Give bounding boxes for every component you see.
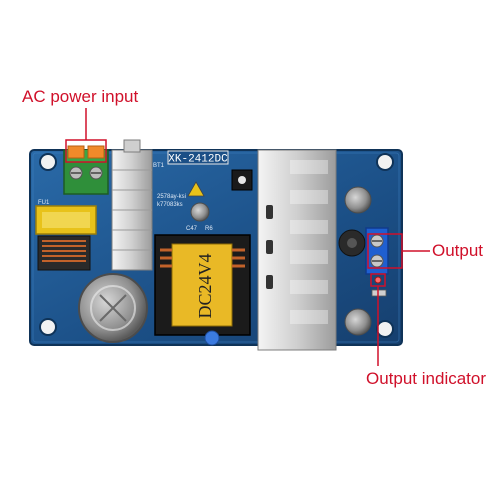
input-capacitor <box>78 273 148 343</box>
output-capacitor-top <box>344 186 372 214</box>
small-capacitor <box>190 202 210 222</box>
right-heatsink <box>257 149 337 351</box>
y-capacitor <box>204 330 220 346</box>
warning-icon <box>187 181 205 197</box>
optocoupler <box>231 169 253 191</box>
c47-label: C47 <box>186 226 198 232</box>
input-choke <box>37 235 91 271</box>
red-marker <box>65 108 430 366</box>
callout-ac-power-input: AC power input <box>22 87 139 106</box>
orange-marker <box>67 145 105 159</box>
small-print-1: 2578ay-ksi <box>157 194 186 200</box>
fuse <box>35 205 97 235</box>
model-label-box: XK-2412DC <box>167 150 229 166</box>
transformer: DC24V4 <box>154 234 251 336</box>
output-terminal-block <box>365 227 389 275</box>
callout-output-indicator: Output indicator <box>366 369 487 388</box>
transformer-label: DC24V4 <box>195 253 215 318</box>
fu1-label: FU1 <box>38 200 50 206</box>
small-print-2: k77083ks <box>157 202 183 208</box>
output-capacitor-bottom <box>344 308 372 336</box>
left-heatsink <box>111 139 153 271</box>
output-toroid <box>338 229 366 257</box>
callout-output: Output <box>432 241 484 260</box>
output-led <box>371 276 387 297</box>
model-label: XK-2412DC <box>168 154 228 166</box>
bt1-label: BT1 <box>153 163 165 169</box>
mounting-holes <box>39 153 394 338</box>
r6-label: R6 <box>205 226 213 232</box>
